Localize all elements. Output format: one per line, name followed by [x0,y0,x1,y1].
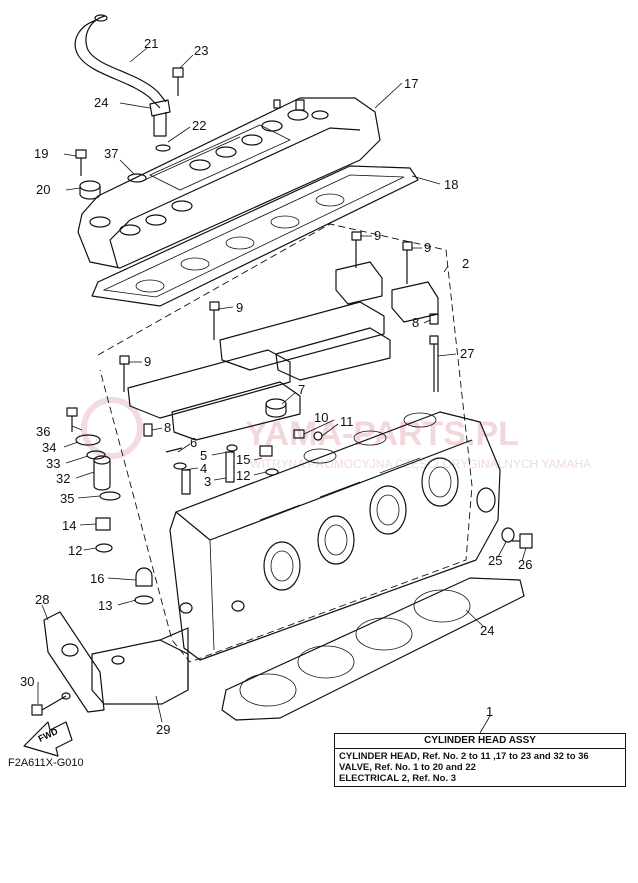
callout-20: 20 [36,182,50,197]
callout-33: 33 [46,456,60,471]
bolt-19 [75,149,87,176]
callout-11: 11 [340,414,354,429]
callout-9: 9 [236,300,243,315]
plug-23 [512,533,533,549]
callout-32: 32 [56,471,70,486]
o-ring-35 [99,491,121,501]
callout-21: 24 [480,623,494,638]
bracket-26 [91,627,189,705]
callout-9: 9 [424,240,431,255]
legend-box: CYLINDER HEAD ASSY CYLINDER HEAD, Ref. N… [334,733,626,787]
breather-hose [74,14,167,109]
callout-27: 30 [20,674,34,689]
legend-line-electrical: ELECTRICAL 2, Ref. No. 3 [339,773,457,784]
callout-15: 15 [236,452,250,467]
head-cover-gasket [91,165,419,307]
callout-25: 28 [35,592,49,607]
callout-23: 26 [518,557,532,572]
callout-8: 8 [164,420,171,435]
leader-lines [37,47,527,734]
callout-1: 1 [486,704,493,719]
seal-36 [66,407,78,432]
legend-line-valve: VALVE, Ref. No. 1 to 20 and 22 [339,762,476,773]
bracket-25 [43,611,105,713]
cap-nut-16 [135,567,153,587]
callout-3: 3 [204,474,211,489]
callout-10: 10 [314,410,328,425]
cylinder-head-cover [77,97,381,269]
callout-18: 18 [444,177,458,192]
callout-9: 9 [144,354,151,369]
diagram-code: F2A611X-G010 [8,757,84,769]
callout-9: 9 [374,228,381,243]
callout-34: 34 [42,440,56,455]
callout-12: 12 [236,468,250,483]
cylinder-head-gasket [221,577,525,721]
callout-16: 16 [90,571,104,586]
camshaft-caps [127,261,439,441]
callout-22: 25 [488,553,502,568]
callout-30: 23 [194,43,208,58]
legend-divider [335,748,625,749]
watermark-tagline: WITRYNA PROMOCYJNA CZĘŚCI ORYGINALNYCH Y… [250,456,591,471]
callout-24: 27 [460,346,474,361]
callout-29: 22 [192,118,206,133]
forward-arrow-icon: FWD [23,721,73,757]
washer-33 [86,450,106,460]
callout-2: 2 [462,256,469,271]
grommet-20 [79,180,101,200]
nut-14 [95,517,111,531]
callout-6: 6 [190,435,197,450]
breather-union [149,99,171,152]
callout-36: 36 [36,424,50,439]
callout-4: 4 [200,461,207,476]
washer-13 [134,595,154,605]
callout-37: 37 [104,146,118,161]
callout-12: 12 [68,543,82,558]
washer-34 [75,434,101,446]
callout-17: 17 [404,76,418,91]
callout-31: 24 [94,95,108,110]
legend-title: CYLINDER HEAD ASSY [424,735,536,746]
callout-14: 14 [62,518,76,533]
stud-24 [429,335,439,392]
cap-bolts [119,231,413,392]
bolt-27 [31,692,71,716]
callout-35: 35 [60,491,74,506]
grommet-37 [127,173,147,183]
fwd-label: FWD [37,726,60,744]
bolt-30 [172,67,184,96]
washer-12 [95,543,113,553]
washer-22 [501,527,515,543]
watermark: YAMA-PARTS.PL WITRYNA PROMOCYJNA CZĘŚCI … [81,397,591,471]
callout-28: 21 [144,36,158,51]
callout-8: 8 [412,315,419,330]
callouts: 21 23 24 22 17 18 19 20 37 9 9 2 9 9 27 … [20,36,532,737]
callout-19: 19 [34,146,48,161]
legend-line-cylinder-head: CYLINDER HEAD, Ref. No. 2 to 11 ,17 to 2… [339,751,589,762]
callout-26: 29 [156,722,170,737]
cylinder-head [169,411,501,661]
callout-5: 5 [200,448,207,463]
assembly-outline [97,223,473,663]
callout-7: 7 [298,382,305,397]
sleeve-32 [93,455,111,491]
callout-13: 13 [98,598,112,613]
